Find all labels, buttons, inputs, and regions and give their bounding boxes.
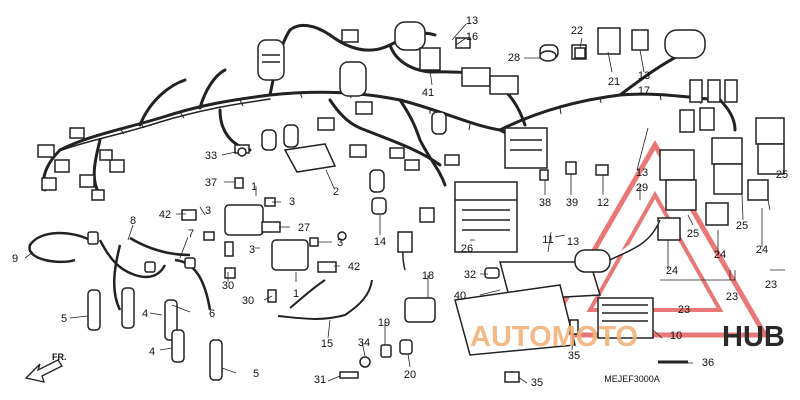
fuse-box	[504, 127, 548, 169]
diagram-code: MEJEF3000A	[604, 374, 660, 384]
callout-15: 15	[321, 338, 333, 350]
callout-3: 3	[289, 196, 295, 208]
watermark-word-left: AUTOMOTO	[470, 321, 638, 353]
callout-41: 41	[422, 87, 434, 99]
callout-22: 22	[571, 25, 583, 37]
harness-wrap-marks	[119, 91, 702, 135]
callout-5: 5	[253, 368, 259, 380]
callout-42: 42	[159, 209, 171, 221]
ignition-coil-upper-mid	[339, 21, 426, 97]
callout-33: 33	[205, 150, 217, 162]
callout-25: 25	[687, 228, 699, 240]
callout-35: 35	[568, 350, 580, 362]
callout-1: 1	[251, 181, 257, 193]
callout-13: 13	[567, 236, 579, 248]
callout-30: 30	[242, 295, 254, 307]
callout-10: 10	[670, 330, 682, 342]
main-wire-harness	[42, 23, 737, 197]
callout-25: 25	[776, 169, 788, 181]
callout-31: 31	[314, 374, 326, 386]
relay-boxes	[657, 117, 785, 241]
spark-plug-caps	[87, 231, 223, 381]
callout-3: 3	[337, 237, 343, 249]
callout-6: 6	[209, 308, 215, 320]
callout-9: 9	[12, 253, 18, 265]
callout-39: 39	[566, 197, 578, 209]
callout-34: 34	[358, 337, 370, 349]
ignition-coil-upper-left	[257, 39, 285, 81]
sensor-18	[397, 231, 436, 323]
callout-5: 5	[61, 313, 67, 325]
callout-4: 4	[142, 308, 148, 320]
spark-plug-cables	[28, 231, 212, 311]
callout-36: 36	[702, 357, 714, 369]
callout-16: 16	[466, 31, 478, 43]
callout-3: 3	[205, 205, 211, 217]
callout-30: 30	[222, 280, 234, 292]
callout-19: 19	[378, 317, 390, 329]
callout-38: 38	[539, 197, 551, 209]
front-direction-label: FR.	[52, 352, 67, 362]
callout-23: 23	[765, 279, 777, 291]
callout-18: 18	[422, 270, 434, 282]
left-connector-cluster	[37, 127, 125, 201]
callout-29: 29	[636, 182, 648, 194]
callout-20: 20	[404, 369, 416, 381]
callout-37: 37	[205, 177, 217, 189]
callout-35: 35	[531, 377, 543, 389]
callout-14: 14	[374, 236, 386, 248]
callout-23: 23	[678, 304, 690, 316]
center-ignition-parts	[181, 143, 337, 303]
callout-24: 24	[666, 265, 678, 277]
callout-17: 17	[638, 85, 650, 97]
callout-3: 3	[249, 244, 255, 256]
callout-21: 21	[608, 76, 620, 88]
callout-12: 12	[597, 197, 609, 209]
callout-42: 42	[348, 261, 360, 273]
callout-24: 24	[714, 249, 726, 261]
callout-11: 11	[542, 234, 553, 246]
callout-8: 8	[130, 215, 136, 227]
sub-harness-15	[277, 279, 373, 320]
right-top-components	[539, 27, 738, 133]
callout-13: 13	[638, 70, 650, 82]
multi-connectors-top	[317, 29, 519, 223]
small-coils-cluster	[261, 111, 447, 215]
watermark-word-right: HUB	[722, 321, 785, 353]
callout-1: 1	[293, 288, 299, 300]
misc-grommets	[237, 47, 586, 241]
callout-28: 28	[508, 52, 520, 64]
callout-labels: 13 16 22 28 21 13 17 41 33 37 1 2 3 42 3…	[12, 15, 788, 389]
ecu-unit	[454, 181, 518, 253]
leader-lines	[24, 23, 785, 384]
regulator-bracket	[454, 219, 661, 356]
callout-23: 23	[726, 291, 738, 303]
callout-26: 26	[461, 243, 473, 255]
front-direction-arrow-icon	[24, 359, 63, 383]
callout-24: 24	[756, 244, 768, 256]
callout-13: 13	[636, 167, 648, 179]
small-fasteners-bottom	[339, 267, 688, 383]
fuse-small-parts	[539, 161, 609, 181]
callout-40: 40	[454, 290, 466, 302]
callout-13: 13	[466, 15, 478, 27]
callout-32: 32	[464, 269, 476, 281]
callout-25: 25	[736, 220, 748, 232]
callout-27: 27	[298, 222, 310, 234]
callout-2: 2	[333, 186, 339, 198]
callout-7: 7	[188, 228, 194, 240]
callout-4: 4	[149, 346, 155, 358]
